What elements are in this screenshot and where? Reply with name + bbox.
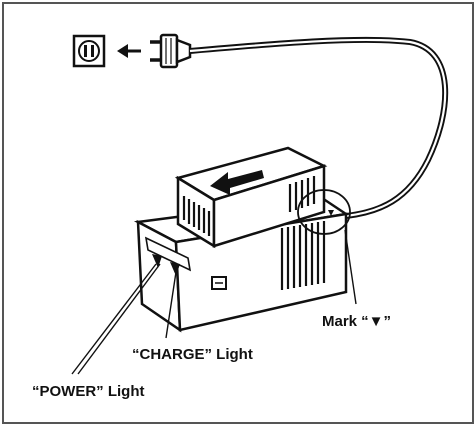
power-leader-line-1	[71, 263, 157, 375]
charge-leader-line	[165, 271, 177, 339]
mark-leader-line	[344, 229, 357, 305]
left-arrow-icon	[117, 44, 141, 58]
mark-triangle-on-unit	[328, 210, 334, 216]
battery-vents-side	[288, 176, 316, 212]
power-leader-line-2	[77, 263, 161, 375]
charge-light-indicator	[170, 262, 180, 276]
mark-highlight-circle	[297, 189, 351, 235]
power-cord	[189, 36, 449, 219]
power-light-indicator	[152, 254, 162, 268]
battery-vents-front	[182, 196, 211, 236]
slide-direction-arrow-icon	[210, 170, 264, 195]
charge-light-label: “CHARGE” Light	[132, 346, 253, 363]
mark-label: Mark “▼”	[322, 313, 391, 330]
power-light-label: “POWER” Light	[32, 383, 145, 400]
wall-outlet-icon	[72, 34, 106, 68]
side-ribs	[280, 221, 326, 290]
power-plug-icon	[150, 33, 192, 69]
